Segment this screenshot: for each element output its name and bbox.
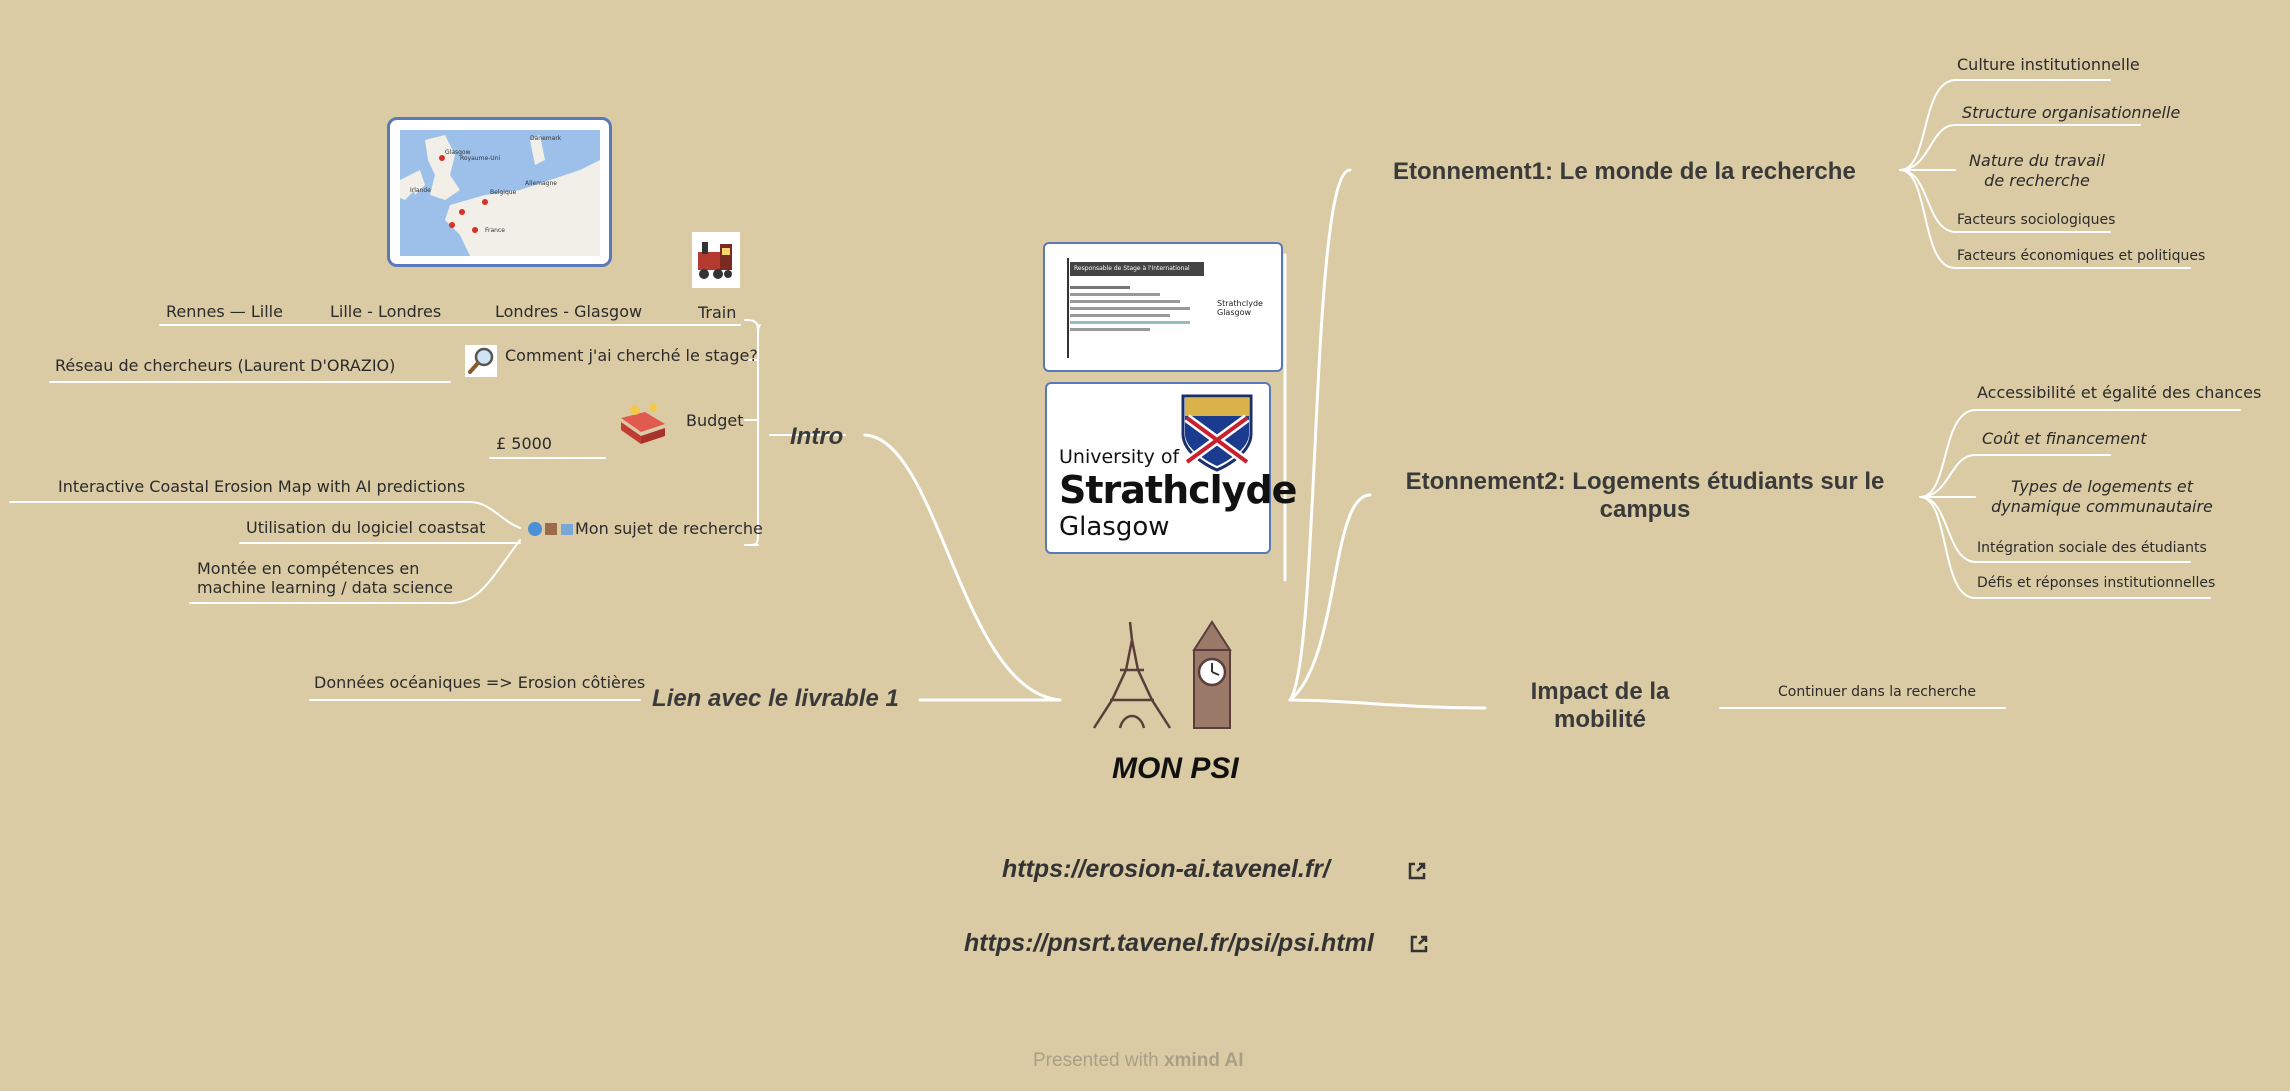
university-logo-card[interactable]: University of Strathclyde Glasgow	[1045, 382, 1297, 554]
footer-brand[interactable]: xmind AI	[1163, 1050, 1244, 1071]
stage-child: Réseau de chercheurs (Laurent D'ORAZIO)	[55, 356, 396, 375]
doc-logo: Strathclyde Glasgow	[1217, 299, 1263, 317]
map-label: Royaume-Uni	[460, 155, 500, 162]
magnifier-icon	[465, 345, 497, 377]
research-icons	[527, 521, 575, 537]
sujet-child-3: Montée en compétences en machine learnin…	[197, 559, 454, 597]
map-label: Allemagne	[525, 180, 557, 187]
topic-lien[interactable]: Lien avec le livrable 1	[652, 685, 899, 712]
map-label: Glasgow	[445, 149, 471, 156]
uni-line3: Glasgow	[1059, 512, 1170, 542]
external-link-icon[interactable]	[1406, 860, 1428, 882]
topic-intro[interactable]: Intro	[790, 423, 844, 450]
map-label: Belgique	[490, 189, 517, 196]
central-topic[interactable]: MON PSI	[1112, 752, 1239, 785]
footer: Presented with xmind AI	[1033, 1050, 1244, 1072]
et2-child-5: Défis et réponses institutionnelles	[1977, 575, 2216, 591]
eiffel-bigben-icon	[1090, 620, 1250, 730]
route-lille-londres: Lille - Londres	[330, 302, 442, 321]
map-label: France	[485, 227, 505, 234]
et2-child-2: Coût et financement	[1982, 429, 2147, 448]
route-londres-glasgow: Londres - Glasgow	[495, 302, 643, 321]
sujet-topic: Mon sujet de recherche	[575, 519, 763, 538]
doc-text-lines	[1070, 282, 1200, 335]
route-rennes-lille: Rennes — Lille	[166, 302, 283, 321]
sujet-child-1: Interactive Coastal Erosion Map with AI …	[58, 477, 466, 496]
external-link-icon[interactable]	[1408, 933, 1430, 955]
europe-map-image: Royaume-Uni Allemagne Belgique France Ir…	[400, 130, 600, 256]
impact-child: Continuer dans la recherche	[1778, 684, 1977, 700]
budget-topic: Budget	[686, 411, 744, 430]
et1-child-3: Nature du travail de recherche	[1969, 151, 2105, 190]
link-pnsrt-psi[interactable]: https://pnsrt.tavenel.fr/psi/psi.html	[964, 929, 1374, 957]
map-label: Irlande	[410, 187, 431, 194]
lien-child: Données océaniques => Erosion côtières	[314, 673, 646, 692]
uni-line2: Strathclyde	[1059, 468, 1297, 512]
train-label: Train	[698, 303, 737, 322]
footer-prefix: Presented with	[1033, 1050, 1159, 1071]
contact-document-card[interactable]: Responsable de Stage à l'International S…	[1043, 242, 1283, 372]
doc-header: Responsable de Stage à l'International	[1070, 262, 1204, 276]
money-icon	[615, 402, 671, 448]
et2-child-1: Accessibilité et égalité des chances	[1977, 383, 2262, 402]
et1-child-2: Structure organisationnelle	[1962, 103, 2181, 122]
topic-etonnement1[interactable]: Etonnement1: Le monde de la recherche	[1393, 158, 1856, 185]
topic-impact[interactable]: Impact de la mobilité	[1530, 678, 1670, 733]
et1-child-4: Facteurs sociologiques	[1957, 212, 2116, 228]
sujet-child-2: Utilisation du logiciel coastsat	[246, 518, 486, 537]
et2-child-4: Intégration sociale des étudiants	[1977, 540, 2207, 556]
et1-child-1: Culture institutionnelle	[1957, 55, 2140, 74]
budget-child: £ 5000	[496, 434, 552, 453]
university-crest-icon	[1181, 394, 1253, 472]
stage-topic: Comment j'ai cherché le stage?	[505, 346, 758, 365]
link-erosion-ai[interactable]: https://erosion-ai.tavenel.fr/	[1002, 855, 1330, 883]
map-card[interactable]: Royaume-Uni Allemagne Belgique France Ir…	[387, 117, 612, 267]
et1-child-5: Facteurs économiques et politiques	[1957, 248, 2206, 264]
uni-line1: University of	[1059, 446, 1180, 468]
train-icon	[692, 232, 740, 288]
et2-child-3: Types de logements et dynamique communau…	[1991, 477, 2213, 516]
topic-etonnement2[interactable]: Etonnement2: Logements étudiants sur le …	[1405, 468, 1885, 523]
map-label: Danemark	[530, 135, 562, 142]
